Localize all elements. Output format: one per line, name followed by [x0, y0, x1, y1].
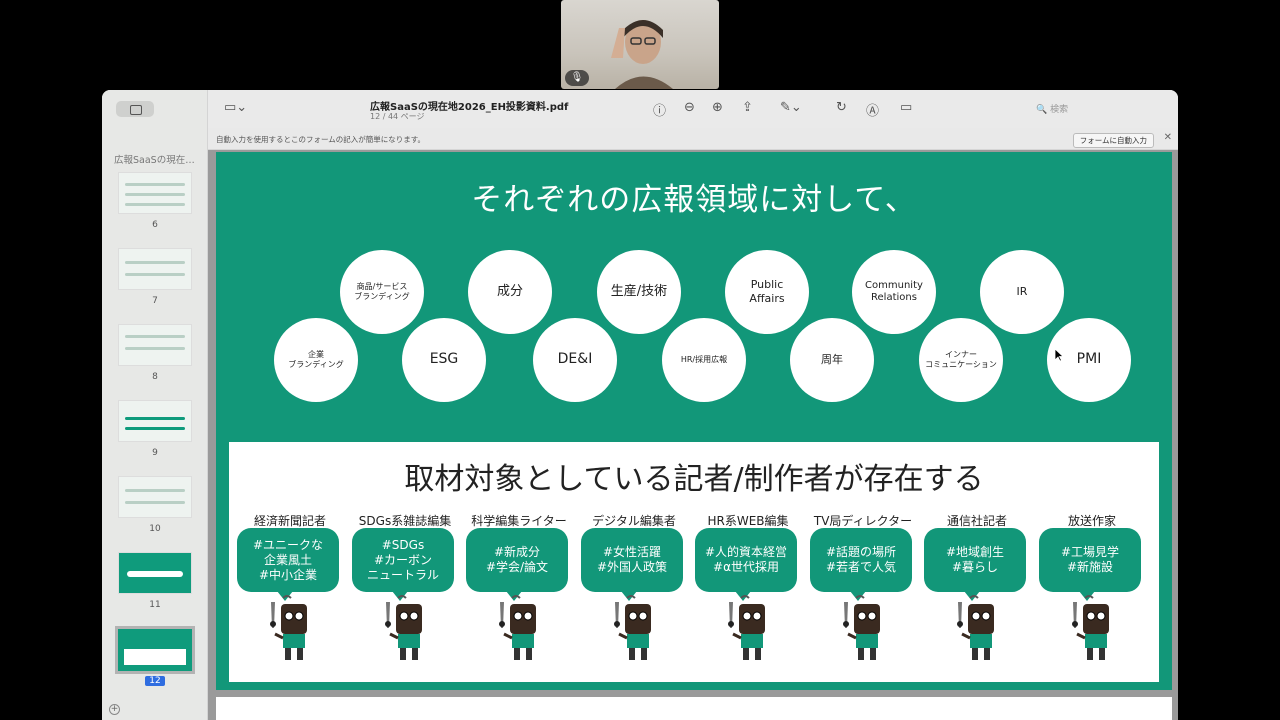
- page-thumbnail[interactable]: [118, 476, 192, 518]
- domain-bubble: 商品/サービス ブランディング: [340, 250, 424, 334]
- microphone-icon[interactable]: 🎙: [565, 70, 589, 86]
- domain-bubble: ESG: [402, 318, 486, 402]
- document-title: 広報SaaSの現在地2026_EH投影資料.pdf: [370, 102, 569, 113]
- page-indicator: 12 / 44 ページ: [370, 112, 425, 121]
- tag-speech-bubble: #新成分 #学会/論文: [466, 528, 568, 601]
- pen-mascot-icon: [957, 595, 994, 660]
- participant-video: 🎙: [561, 0, 719, 89]
- tag-speech-bubble: #話題の場所 #若者で人気: [810, 528, 912, 601]
- rotate-icon[interactable]: ↻: [836, 100, 847, 115]
- role-label: SDGs系雑誌編集: [358, 514, 452, 528]
- domain-bubble: HR/採用広報: [662, 318, 746, 402]
- role-label: 通信社記者: [946, 514, 1007, 528]
- pen-mascot-icon: [499, 595, 536, 660]
- domain-bubble: 成分: [468, 250, 552, 334]
- tag-speech-bubble: #地域創生 #暮らし: [924, 528, 1026, 601]
- page-thumbnail[interactable]: [118, 324, 192, 366]
- tag-speech-bubble: #SDGs #カーボン ニュートラル: [352, 528, 454, 601]
- markup-icon[interactable]: ✎⌄: [780, 100, 802, 115]
- person-figure: [611, 20, 673, 89]
- domain-bubble: 周年: [790, 318, 874, 402]
- role-label: デジタル編集者: [592, 514, 676, 528]
- sidebar-toggle-button[interactable]: [116, 101, 154, 117]
- autofill-banner: 自動入力を使用するとこのフォームの記入が簡単になります。 フォームに自動入力 ✕: [208, 128, 1178, 150]
- tag-speech-bubble: #工場見学 #新施設: [1039, 528, 1141, 601]
- domain-bubble: 企業 ブランディング: [274, 318, 358, 402]
- zoom-in-icon[interactable]: ⊕: [712, 100, 723, 115]
- role-label: 放送作家: [1067, 514, 1116, 528]
- domain-bubble: DE&I: [533, 318, 617, 402]
- page-thumbnail[interactable]: [118, 552, 192, 594]
- page-number: 11: [149, 600, 161, 610]
- sidebar-view-icon[interactable]: ▭⌄: [224, 100, 248, 115]
- domain-bubble: IR: [980, 250, 1064, 334]
- search-input[interactable]: 🔍 検索: [1036, 105, 1069, 115]
- page-number-selected: 12: [102, 676, 208, 686]
- annotate-icon[interactable]: Ⓐ: [866, 104, 880, 119]
- pen-mascot-icon: [728, 595, 765, 660]
- role-label: TV局ディレクター: [813, 514, 913, 528]
- autofill-button[interactable]: フォームに自動入力: [1072, 133, 1154, 148]
- domain-bubble: 生産/技術: [597, 250, 681, 334]
- sidebar: 広報SaaSの現在… 6 7 8 9 10 11 12 +: [102, 90, 208, 720]
- pen-mascot-icon: [614, 595, 651, 660]
- share-icon[interactable]: ⇪: [742, 100, 753, 115]
- domain-bubble: Community Relations: [852, 250, 936, 334]
- form-icon[interactable]: ▭: [900, 100, 913, 115]
- pen-mascot-icon: [1072, 595, 1109, 660]
- pen-mascot-icon: [385, 595, 422, 660]
- role-label: 経済新聞記者: [253, 514, 326, 528]
- close-icon[interactable]: ✕: [1163, 132, 1172, 143]
- slide-title: それぞれの広報領域に対して、: [471, 182, 917, 218]
- autofill-text: 自動入力を使用するとこのフォームの記入が簡単になります。: [216, 135, 426, 144]
- pen-mascot-icon: [270, 595, 307, 660]
- page-thumbnail-selected[interactable]: [115, 626, 195, 674]
- slide: それぞれの広報領域に対して、 企業 ブランディング 商品/サービス ブランディン…: [216, 152, 1172, 690]
- page-number: 8: [152, 372, 158, 382]
- page-thumbnail[interactable]: [118, 248, 192, 290]
- page-number: 7: [152, 296, 158, 306]
- tag-speech-bubble: #女性活躍 #外国人政策: [581, 528, 683, 601]
- domain-bubble: Public Affairs: [725, 250, 809, 334]
- sidebar-title: 広報SaaSの現在…: [114, 155, 195, 166]
- tag-speech-bubble: #人的資本経営 #α世代採用: [695, 528, 797, 601]
- page-number: 9: [152, 448, 158, 458]
- page-number: 6: [152, 220, 158, 230]
- role-label: 科学編集ライター: [471, 514, 567, 528]
- role-label: HR系WEB編集: [707, 514, 789, 528]
- info-icon[interactable]: ⓘ: [653, 104, 667, 119]
- tag-speech-bubble: #ユニークな 企業風土 #中小企業: [237, 528, 339, 601]
- page-number: 10: [149, 524, 161, 534]
- journalist-panel: 取材対象としている記者/制作者が存在する 経済新聞記者 #ユニークな 企業風土 …: [229, 442, 1159, 682]
- pen-mascot-icon: [843, 595, 880, 660]
- toolbar: ▭⌄ 広報SaaSの現在地2026_EH投影資料.pdf 12 / 44 ページ…: [208, 90, 1178, 128]
- domain-bubble: インナー コミュニケーション: [919, 318, 1003, 402]
- next-page-preview: [216, 697, 1172, 720]
- page-thumbnail[interactable]: [118, 172, 192, 214]
- zoom-out-icon[interactable]: ⊖: [684, 100, 695, 115]
- mouse-cursor-icon: [1054, 348, 1064, 362]
- page-thumbnail[interactable]: [118, 400, 192, 442]
- add-page-button[interactable]: +: [109, 704, 120, 715]
- panel-title: 取材対象としている記者/制作者が存在する: [404, 462, 984, 497]
